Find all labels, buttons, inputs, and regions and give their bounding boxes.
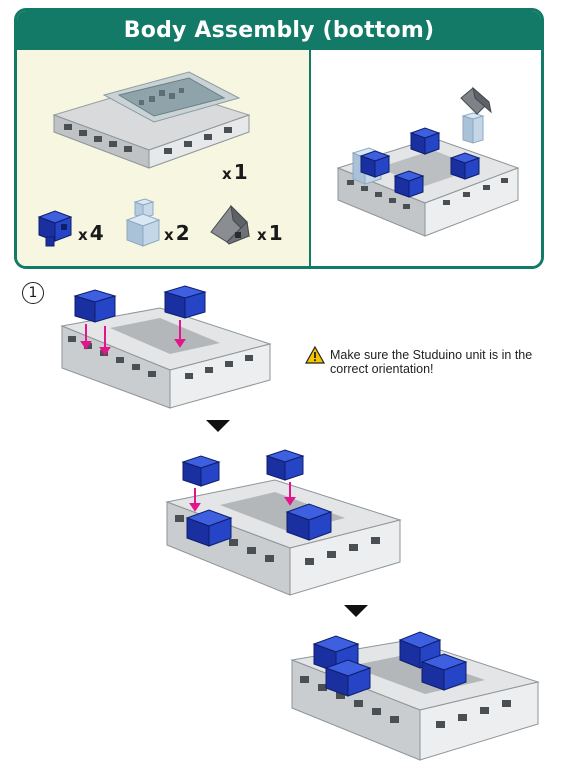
step-stage-1-image — [60, 285, 272, 409]
gray-wedge-block-icon — [210, 204, 250, 245]
completed-preview — [311, 50, 541, 266]
completed-assembly-image — [336, 86, 520, 237]
step-number: 1 — [22, 282, 44, 304]
note-text: Make sure the Studuino unit is in the co… — [330, 348, 533, 376]
blue-cube-block-icon — [37, 210, 73, 247]
warning-icon — [304, 345, 326, 364]
panel-title: Body Assembly (bottom) — [17, 11, 541, 50]
next-arrow-icon — [344, 605, 368, 617]
step-stage-2-image — [165, 449, 402, 596]
step-stage-3-image — [290, 631, 540, 761]
studuino-base-image — [52, 71, 251, 169]
light-blue-block-icon — [125, 198, 161, 247]
next-arrow-icon — [206, 420, 230, 432]
